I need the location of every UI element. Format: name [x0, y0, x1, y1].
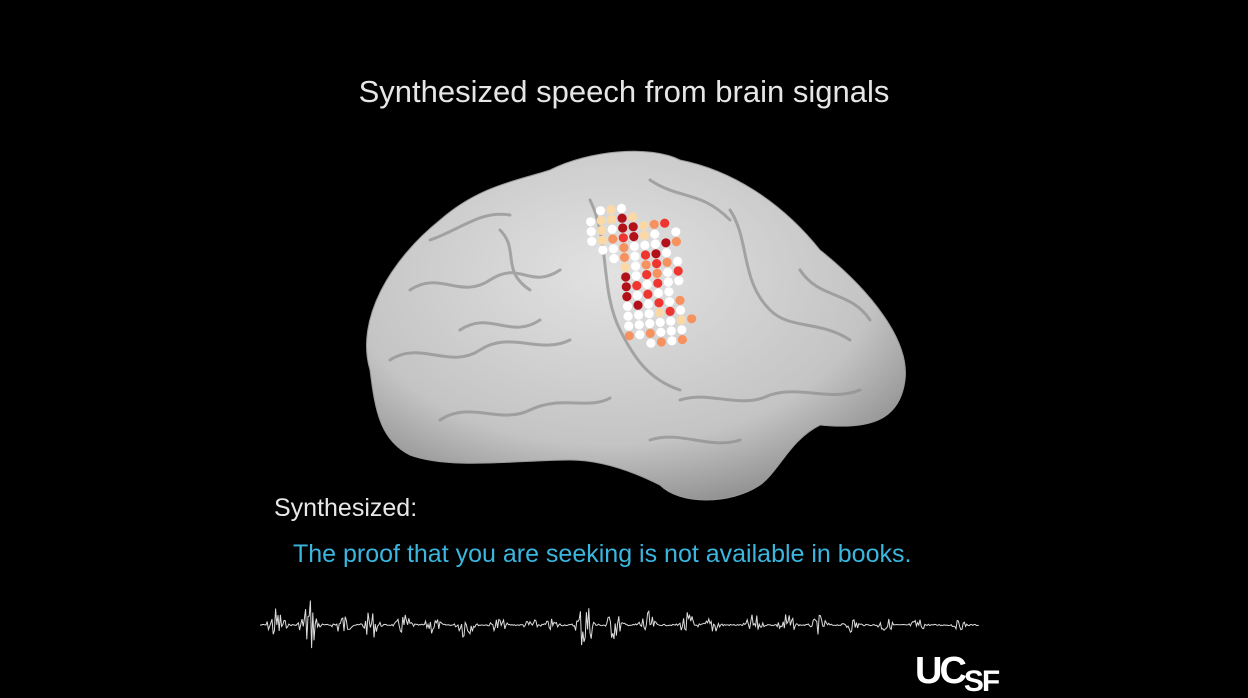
electrode [665, 306, 675, 316]
electrode [623, 311, 633, 321]
electrode [676, 315, 686, 325]
electrode [632, 281, 642, 291]
electrode [667, 336, 677, 346]
electrode [630, 251, 640, 261]
electrode [676, 305, 686, 315]
electrode [617, 213, 627, 223]
electrode [653, 288, 663, 298]
electrode [634, 310, 644, 320]
electrode [656, 327, 666, 337]
electrode [629, 232, 639, 242]
synthesized-sentence: The proof that you are seeking is not av… [293, 540, 912, 568]
electrode [650, 229, 660, 239]
electrode [666, 326, 676, 336]
electrode [618, 233, 628, 243]
electrode [664, 287, 674, 297]
electrode [621, 282, 631, 292]
electrode [619, 243, 629, 253]
electrode [639, 230, 649, 240]
electrode [661, 238, 671, 248]
electrode [595, 206, 606, 216]
electrode [640, 250, 651, 260]
electrode [644, 309, 654, 319]
electrode [673, 266, 683, 276]
ucsf-logo: UCSF [915, 650, 1000, 698]
electrode [660, 218, 670, 228]
electrode [608, 244, 618, 254]
electrode [635, 330, 645, 340]
electrode [587, 236, 597, 246]
electrode [606, 205, 616, 215]
electrode [655, 317, 665, 327]
electrode [624, 321, 634, 331]
audio-waveform [260, 600, 979, 649]
electrode [632, 290, 642, 300]
electrode [642, 270, 652, 280]
electrode [622, 301, 633, 311]
electrode [645, 328, 655, 338]
electrode [674, 276, 684, 286]
electrode [643, 299, 654, 309]
electrode [596, 216, 606, 226]
electrode [654, 298, 664, 308]
electrode [664, 297, 675, 307]
electrode [640, 240, 650, 250]
electrode [655, 308, 665, 318]
electrode [608, 234, 618, 244]
electrode [651, 249, 661, 259]
electrode [646, 338, 656, 348]
electrode [663, 267, 673, 277]
electrode [673, 256, 683, 266]
electrode [639, 221, 649, 231]
electrode [649, 219, 659, 229]
electrode [677, 325, 687, 335]
electrode [597, 235, 607, 245]
electrode [650, 239, 660, 249]
electrode [629, 241, 639, 251]
electrode [607, 224, 617, 234]
electrode [620, 262, 630, 272]
electrode [633, 300, 643, 310]
electrode [677, 335, 687, 345]
electrode [597, 225, 607, 235]
electrode [652, 259, 662, 269]
electrode [616, 203, 627, 213]
electrode [642, 279, 652, 289]
electrode [662, 257, 672, 267]
electrode [598, 245, 608, 255]
electrode [671, 227, 681, 237]
electrode [618, 223, 628, 233]
electrode [621, 272, 631, 282]
electrode [631, 261, 641, 271]
electrode [641, 260, 651, 270]
electrode [586, 227, 596, 237]
brain-illustration [366, 150, 906, 501]
electrode [631, 271, 641, 281]
electrode [628, 212, 638, 222]
electrode [687, 314, 697, 324]
electrode-grid [586, 203, 697, 348]
electrode [634, 320, 644, 330]
electrode [652, 268, 662, 278]
electrode [609, 254, 619, 264]
electrode [661, 248, 672, 258]
electrode [645, 319, 655, 329]
synthesized-label: Synthesized: [274, 494, 418, 522]
electrode [586, 217, 596, 227]
electrode [666, 316, 676, 326]
electrode [675, 295, 685, 305]
electrode [643, 289, 653, 299]
electrode [622, 292, 632, 302]
electrode [619, 252, 630, 262]
waveform-trace [260, 600, 979, 649]
electrode [624, 331, 634, 341]
slide-title: Synthesized speech from brain signals [358, 74, 890, 109]
electrode [628, 222, 638, 232]
electrode [653, 278, 663, 288]
electrode [607, 214, 617, 224]
electrode [656, 337, 666, 347]
electrode [663, 277, 673, 287]
electrode [671, 237, 681, 247]
